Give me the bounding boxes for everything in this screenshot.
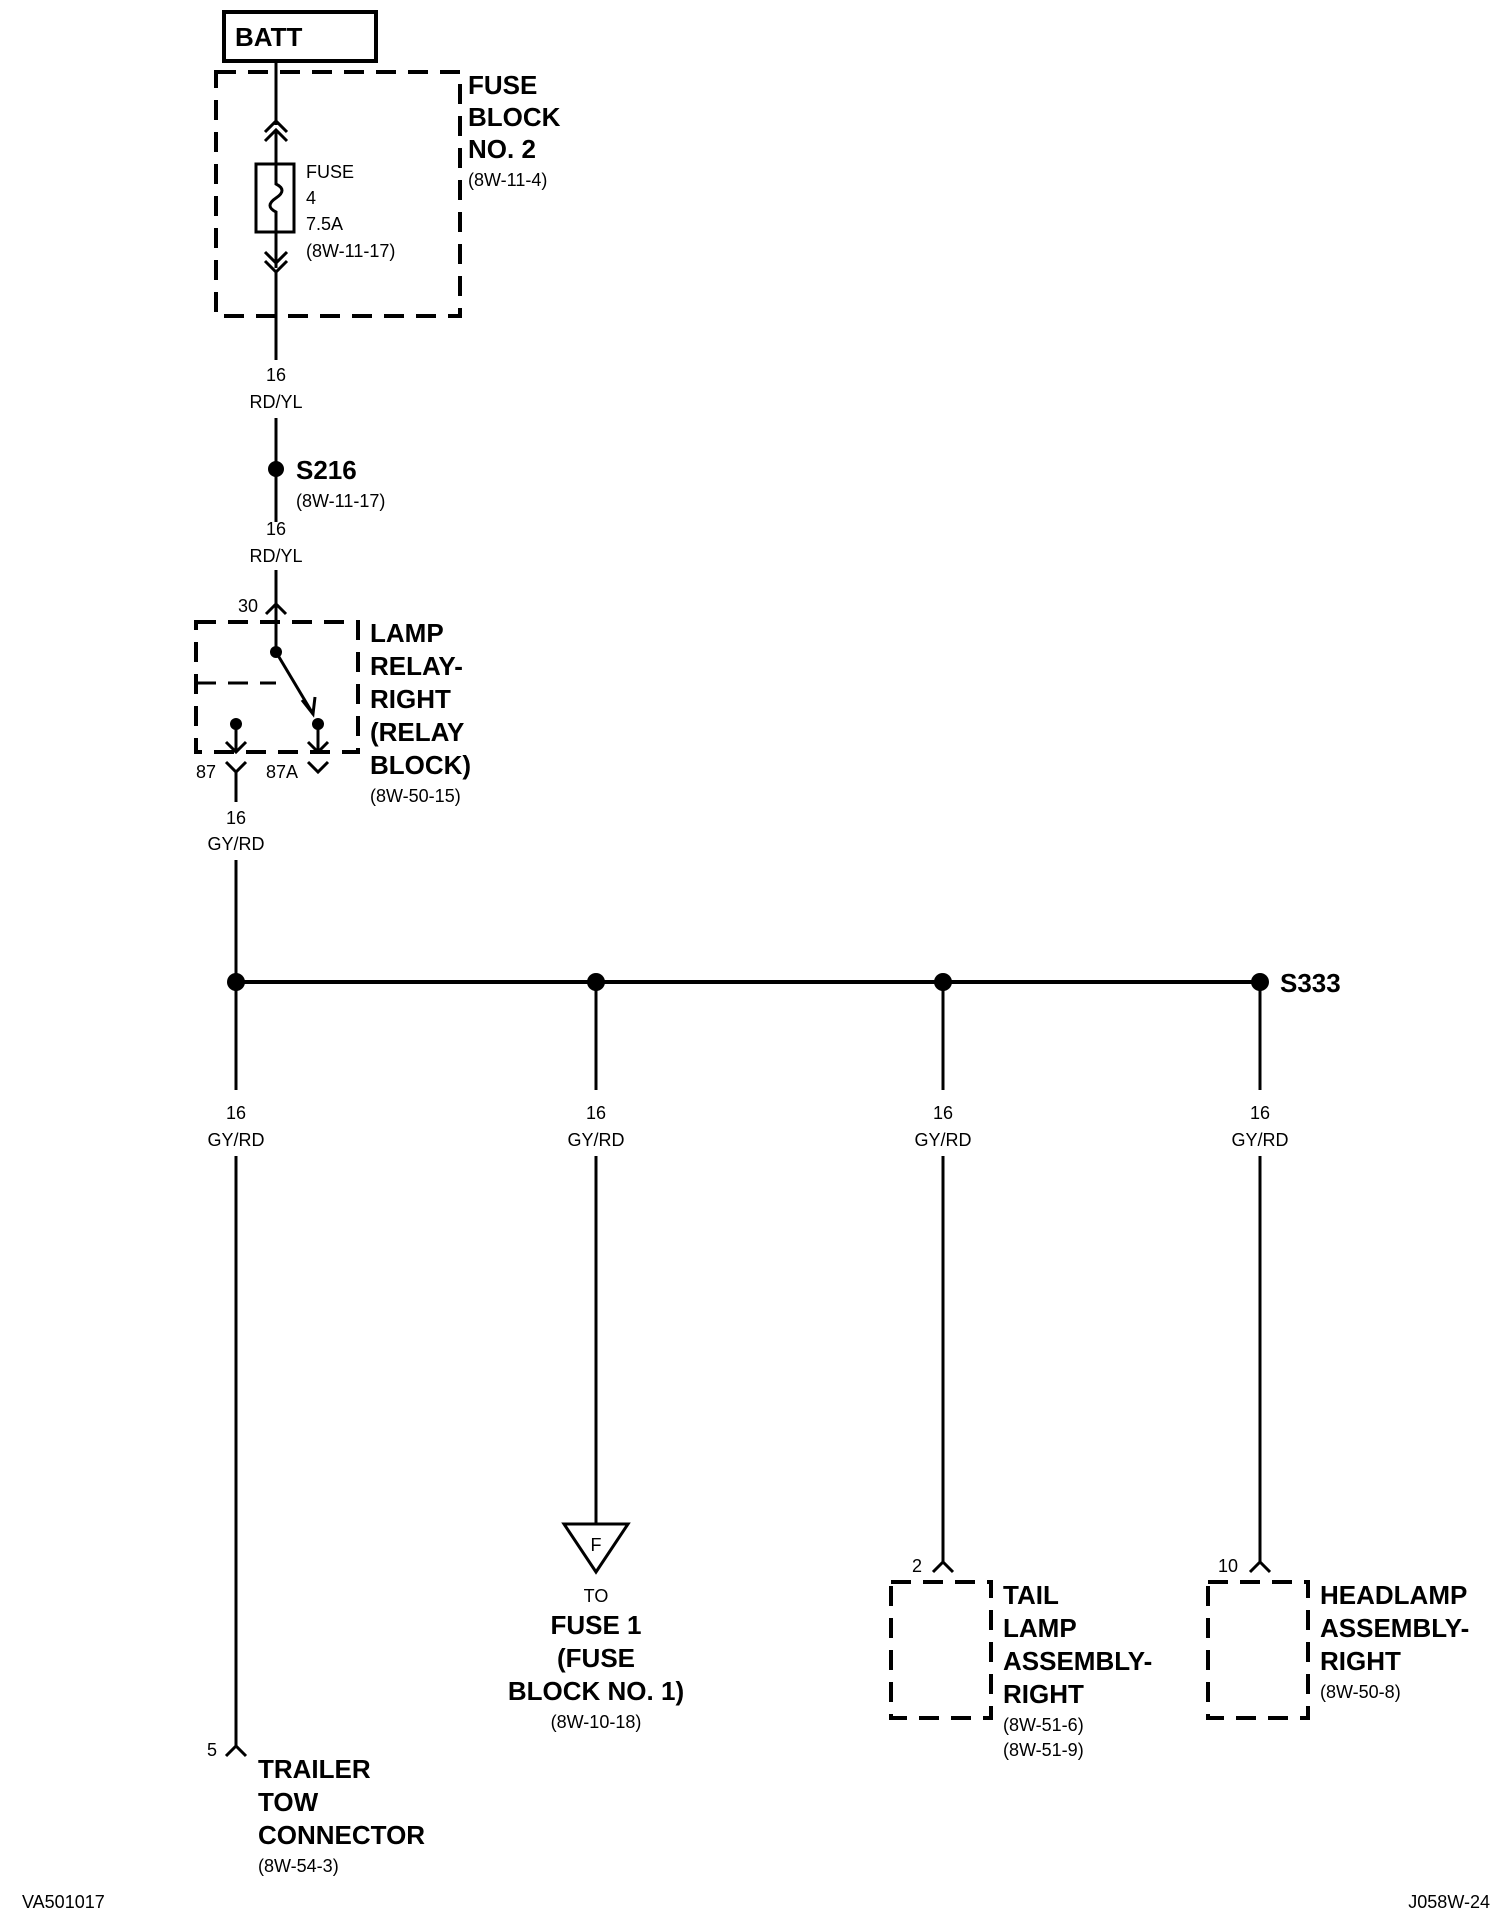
fuse-block-label-1: FUSE [468, 70, 537, 100]
trailer-label-3: CONNECTOR [258, 1820, 425, 1850]
trailer-pin: 5 [207, 1740, 217, 1760]
wire-gauge-main: 16 [226, 808, 246, 828]
battery-source: BATT [222, 10, 378, 63]
fuse-1-connector-label: F [591, 1535, 602, 1555]
tail-lamp-label-2: LAMP [1003, 1613, 1077, 1643]
branch-4-gauge: 16 [1250, 1103, 1270, 1123]
wire-color-main: GY/RD [207, 834, 264, 854]
branch-1-color: GY/RD [207, 1130, 264, 1150]
tail-lamp-ref-2: (8W-51-9) [1003, 1740, 1084, 1760]
headlamp-label-1: HEADLAMP [1320, 1580, 1467, 1610]
trailer-tow-connector: 5 TRAILER TOW CONNECTOR (8W-54-3) [207, 1740, 425, 1876]
fuse-1-to: TO [584, 1586, 609, 1606]
headlamp-ref: (8W-50-8) [1320, 1682, 1401, 1702]
wire-color-1: RD/YL [249, 392, 302, 412]
relay-pin-87a: 87A [266, 762, 298, 782]
relay-label-2: RELAY- [370, 651, 463, 681]
splice-s216: S216 (8W-11-17) [268, 455, 385, 511]
trailer-label-2: TOW [258, 1787, 319, 1817]
fuse-block-label-3: NO. 2 [468, 134, 536, 164]
fuse-1-ref: (8W-10-18) [551, 1712, 642, 1732]
branch-3-color: GY/RD [914, 1130, 971, 1150]
wire-gauge-2: 16 [266, 519, 286, 539]
fuse-4: FUSE 4 7.5A (8W-11-17) [254, 162, 395, 261]
relay-label-4: (RELAY [370, 717, 464, 747]
branch-2-gauge: 16 [586, 1103, 606, 1123]
relay-label-5: BLOCK) [370, 750, 471, 780]
branch-1-gauge: 16 [226, 1103, 246, 1123]
fuse-1-label-1: FUSE 1 [550, 1610, 641, 1640]
fuse-label-3: 7.5A [306, 214, 343, 234]
fuse-ref: (8W-11-17) [306, 241, 395, 261]
relay-label-1: LAMP [370, 618, 444, 648]
fuse-1-connector: F TO FUSE 1 (FUSE BLOCK NO. 1) (8W-10-18… [508, 1522, 684, 1732]
trailer-ref: (8W-54-3) [258, 1856, 339, 1876]
branch-2-color: GY/RD [567, 1130, 624, 1150]
tail-lamp-label-4: RIGHT [1003, 1679, 1084, 1709]
fuse-block-ref: (8W-11-4) [468, 170, 547, 190]
wire-gauge-1: 16 [266, 365, 286, 385]
relay-pin-87: 87 [196, 762, 216, 782]
relay-pin-30: 30 [238, 596, 258, 616]
fuse-1-label-2: (FUSE [557, 1643, 635, 1673]
fuse-block-no2: FUSE BLOCK NO. 2 (8W-11-4) [214, 70, 561, 318]
headlamp-pin: 10 [1218, 1556, 1238, 1576]
relay-ref: (8W-50-15) [370, 786, 461, 806]
lamp-relay-right: 30 87 87A LAMP RELAY- RIGHT (RELAY BLOCK… [194, 596, 471, 806]
footer-right-code: J058W-24 [1408, 1892, 1490, 1912]
tail-lamp-pin: 2 [912, 1556, 922, 1576]
fuse-block-label-2: BLOCK [468, 102, 561, 132]
branch-3-gauge: 16 [933, 1103, 953, 1123]
fuse-1-label-3: BLOCK NO. 1) [508, 1676, 684, 1706]
splice-s216-label: S216 [296, 455, 357, 485]
headlamp-assembly-right: 10 HEADLAMP ASSEMBLY- RIGHT (8W-50-8) [1206, 1556, 1469, 1720]
headlamp-label-2: ASSEMBLY- [1320, 1613, 1469, 1643]
branch-4-color: GY/RD [1231, 1130, 1288, 1150]
batt-label: BATT [235, 22, 303, 52]
trailer-label-1: TRAILER [258, 1754, 371, 1784]
tail-lamp-assembly-right: 2 TAIL LAMP ASSEMBLY- RIGHT (8W-51-6) (8… [889, 1556, 1152, 1760]
headlamp-label-3: RIGHT [1320, 1646, 1401, 1676]
relay-label-3: RIGHT [370, 684, 451, 714]
tail-lamp-ref-1: (8W-51-6) [1003, 1715, 1084, 1735]
splice-s216-ref: (8W-11-17) [296, 491, 385, 511]
tail-lamp-label-1: TAIL [1003, 1580, 1059, 1610]
fuse-label-2: 4 [306, 188, 316, 208]
fuse-label-1: FUSE [306, 162, 354, 182]
tail-lamp-label-3: ASSEMBLY- [1003, 1646, 1152, 1676]
footer-left-code: VA501017 [22, 1892, 105, 1912]
splice-s333-label: S333 [1280, 968, 1341, 998]
wire-color-2: RD/YL [249, 546, 302, 566]
